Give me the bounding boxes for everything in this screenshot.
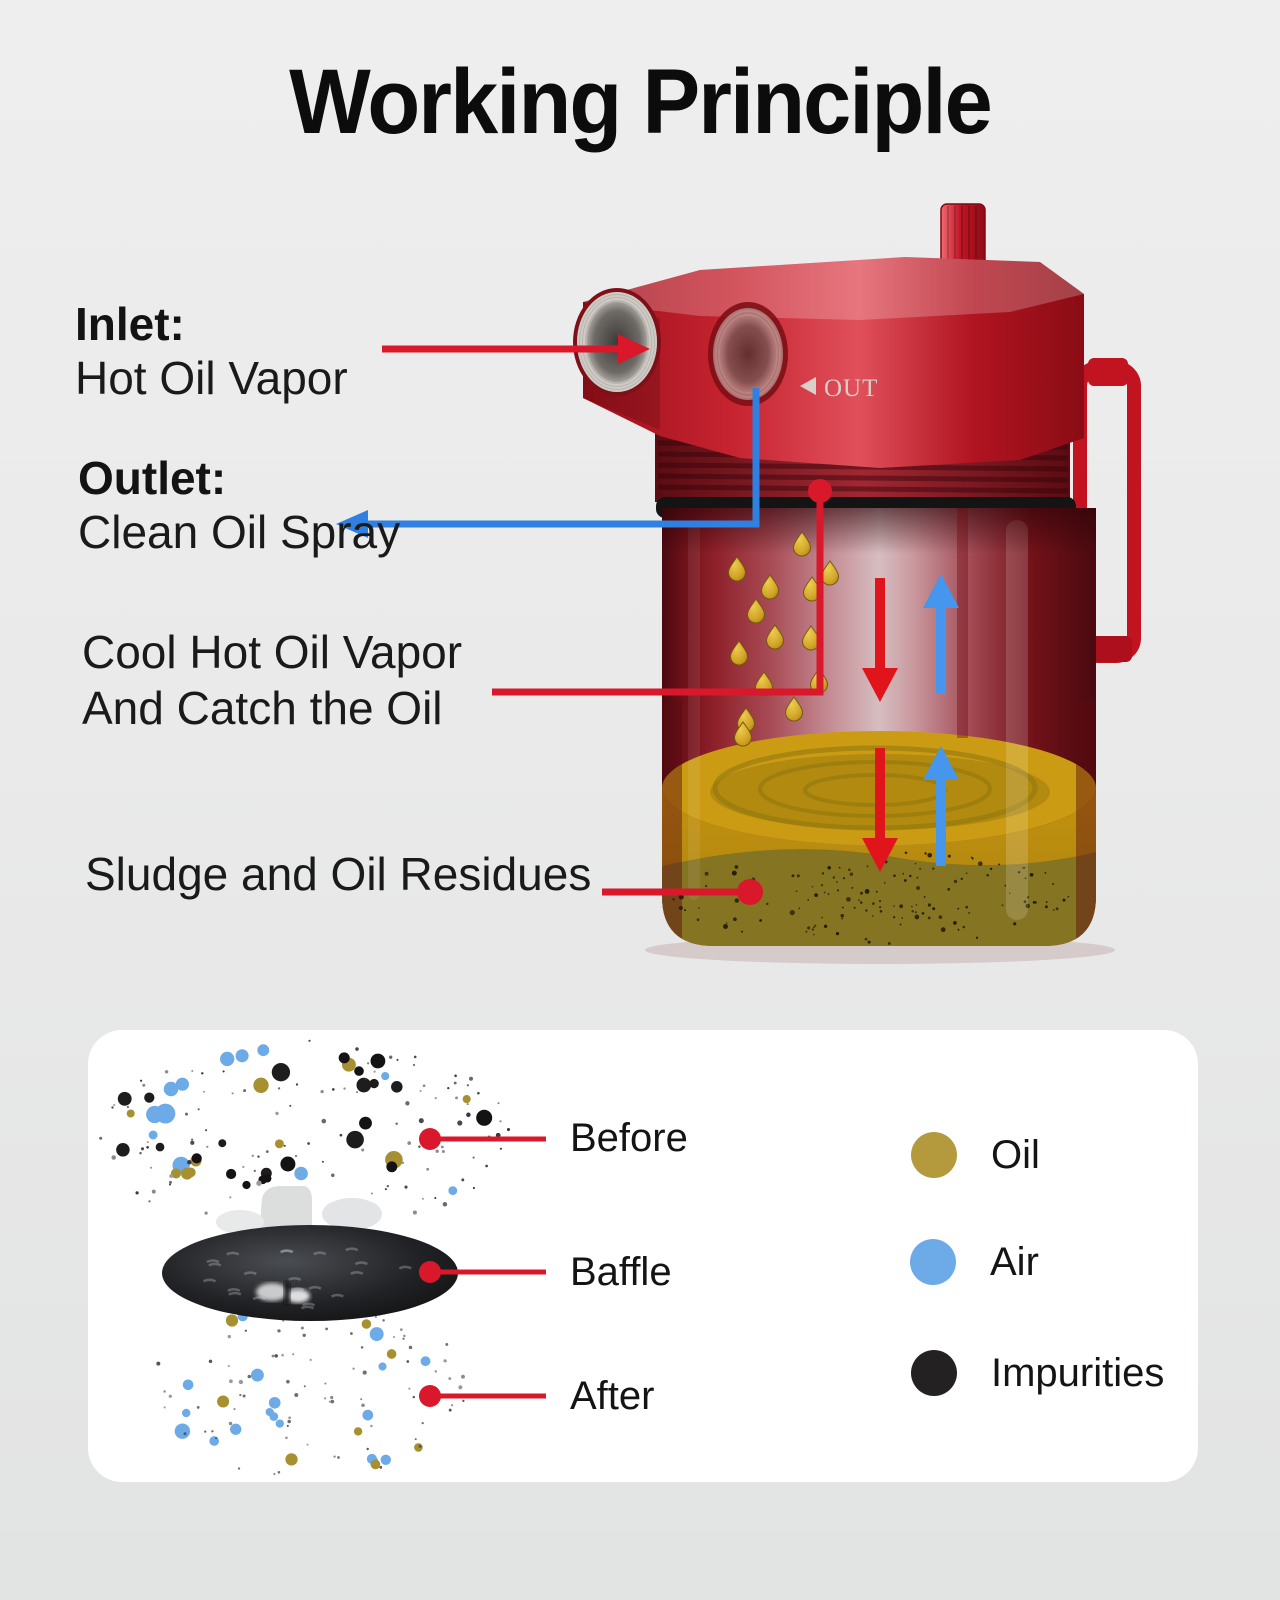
callout-connectors	[336, 334, 832, 905]
canister-shadow	[645, 936, 1115, 964]
legend-item-oil: Oil	[911, 1132, 1040, 1178]
cool-vapor-label-line2: And Catch the Oil	[82, 682, 443, 734]
clean-air-up-arrow	[923, 574, 959, 866]
inlet-heading: Inlet:	[75, 298, 185, 350]
sludge-label: Sludge and Oil Residues	[85, 848, 592, 900]
canister-lid: OUT	[573, 257, 1084, 468]
mounting-bracket	[1073, 358, 1141, 663]
legend-air-label: Air	[990, 1239, 1039, 1284]
baffle-label: Baffle	[570, 1250, 672, 1294]
out-marking-group: OUT	[800, 375, 878, 402]
canister-neck	[655, 398, 1070, 502]
air-dot-icon	[910, 1239, 956, 1285]
out-marking: OUT	[824, 375, 878, 402]
after-label: After	[570, 1374, 655, 1418]
oil-pool	[662, 788, 1096, 946]
legend-item-air: Air	[910, 1239, 1039, 1285]
out-arrow-icon	[800, 377, 816, 395]
cool-vapor-connector	[492, 479, 832, 696]
oil-droplets	[728, 531, 839, 747]
cool-vapor-label-line1: Cool Hot Oil Vapor	[82, 626, 463, 678]
legend-item-impurities: Impurities	[911, 1350, 1164, 1396]
inlet-arrow	[382, 334, 650, 364]
outlet-text: Clean Oil Spray	[78, 506, 401, 558]
oil-dot-icon	[911, 1132, 957, 1178]
before-label: Before	[570, 1116, 688, 1160]
impurities-dot-icon	[911, 1350, 957, 1396]
seal-band	[656, 497, 1076, 518]
flow-arrows	[862, 574, 959, 872]
page-title: Working Principle	[289, 51, 993, 153]
dipstick-knob	[940, 203, 986, 308]
canister-body	[662, 508, 1096, 946]
sludge-layer	[662, 849, 1096, 946]
inlet-port	[573, 288, 661, 396]
outlet-heading: Outlet:	[78, 452, 227, 504]
outlet-port	[708, 302, 788, 406]
hot-vapor-down-arrow	[862, 578, 898, 872]
sludge-connector	[602, 879, 763, 905]
inlet-text: Hot Oil Vapor	[75, 352, 348, 404]
legend-impurities-label: Impurities	[991, 1350, 1165, 1395]
legend-oil-label: Oil	[991, 1132, 1040, 1177]
dipstick-rod	[957, 508, 968, 738]
sludge-speckles	[672, 851, 1070, 945]
